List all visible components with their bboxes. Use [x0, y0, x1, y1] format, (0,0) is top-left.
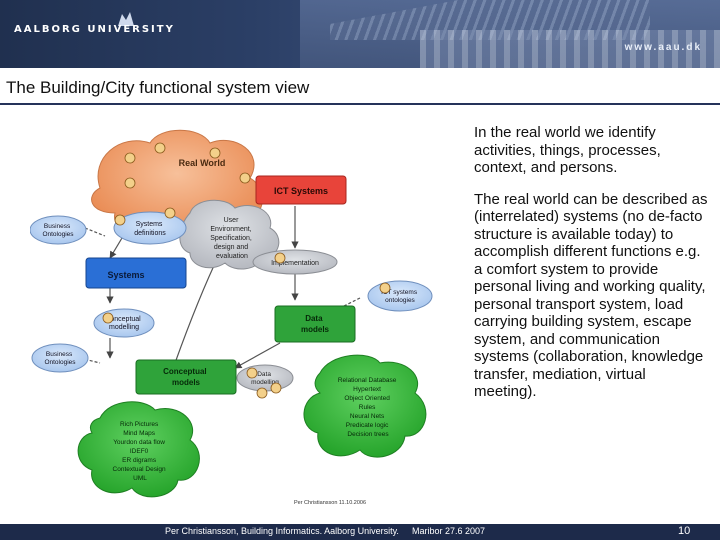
person-face-icon: [239, 172, 251, 184]
conceptual-methods-cloud: Rich Pictures Mind Maps Yourdon data flo…: [77, 401, 200, 498]
user-environment-cloud: User Environment, Specification, design …: [179, 199, 280, 270]
page-number: 10: [678, 525, 691, 537]
systems-box: Systems: [85, 257, 187, 289]
business-ontologies-cloud-2: Business Ontologies: [31, 343, 89, 373]
ict-systems-box: ICT Systems: [255, 175, 347, 205]
ict-systems-ontologies-cloud: ICT systems ontologies: [367, 280, 433, 312]
person-face-icon: [114, 214, 126, 226]
real-world-label-1: Real World: [179, 158, 226, 168]
person-face-icon: [124, 152, 136, 164]
business-ontologies-cloud-1: Business Ontologies: [30, 215, 87, 245]
slide-title: The Building/City functional system view: [6, 78, 310, 97]
person-face-icon: [274, 252, 286, 264]
person-face-icon: [102, 312, 114, 324]
ict-systems-ontologies-label: ICT systems ontologies: [381, 289, 419, 304]
data-models-box: Data models: [274, 305, 356, 343]
implementation-label: Implementation: [271, 260, 319, 267]
footer-bar: Per Christiansson, Building Informatics.…: [0, 524, 720, 540]
body-paragraph-1: In the real world we identify activities…: [474, 124, 661, 176]
systems-definitions-cloud: Systems definitions: [113, 211, 187, 245]
person-icons: [102, 142, 391, 399]
data-modelling-cloud: Data modelling: [236, 364, 294, 392]
slide-body-text: In the real world we identify activities…: [474, 124, 710, 415]
conceptual-models-box: Conceptual models: [135, 359, 237, 395]
functional-system-diagram: Real World ICT Systems User Environment,…: [30, 129, 433, 506]
person-face-icon: [246, 367, 258, 379]
title-divider: [0, 103, 720, 105]
business-ontologies-label-1: Business Ontologies: [42, 223, 74, 238]
footer-credit: Per Christiansson, Building Informatics.…: [165, 526, 399, 536]
data-methods-list: Relational Database Hypertext Object Ori…: [338, 377, 398, 438]
user-environment-label: User Environment, Specification, design …: [210, 217, 254, 260]
data-models-label: Data models: [301, 314, 330, 334]
university-logo-icon: [118, 12, 134, 26]
conceptual-modelling-cloud: Conceptual modelling: [93, 308, 155, 338]
conceptual-modelling-label: Conceptual modelling: [105, 316, 142, 331]
business-ontologies-label-2: Business Ontologies: [44, 351, 76, 366]
footer-event: Maribor 27.6 2007: [412, 526, 486, 536]
person-face-icon: [379, 282, 391, 294]
implementation-cloud: Implementation: [252, 249, 338, 275]
person-face-icon: [270, 382, 282, 394]
person-face-icon: [124, 177, 136, 189]
person-face-icon: [164, 207, 176, 219]
person-face-icon: [209, 147, 221, 159]
person-face-icon: [256, 387, 268, 399]
systems-definitions-label: Systems definitions: [134, 221, 166, 237]
body-paragraph-2: The real world can be described as (inte…: [474, 190, 708, 401]
university-logo-text: AALBORG UNIVERSITY: [14, 24, 175, 35]
header-banner: AALBORG UNIVERSITY www.aau.dk: [0, 0, 720, 68]
data-methods-cloud: Relational Database Hypertext Object Ori…: [303, 354, 427, 458]
university-url[interactable]: www.aau.dk: [624, 42, 702, 53]
data-modelling-label: Data modelling: [251, 371, 279, 386]
banner-photo-building: [420, 30, 720, 68]
conceptual-methods-list: Rich Pictures Mind Maps Yourdon data flo…: [113, 421, 168, 482]
ict-systems-label: ICT Systems: [274, 186, 328, 196]
diagram-signature: Per Christiansson 11.10.2006: [294, 500, 366, 506]
conceptual-models-label: Conceptual models: [163, 367, 209, 387]
systems-label: Systems: [107, 270, 144, 280]
person-face-icon: [154, 142, 166, 154]
